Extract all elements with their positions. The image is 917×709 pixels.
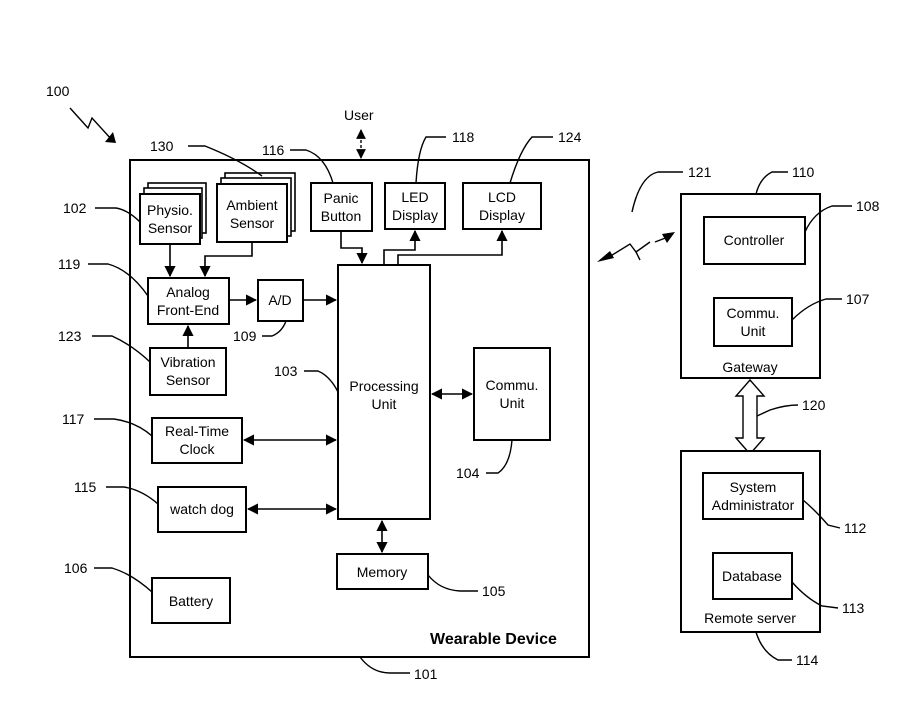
controller-label: Controller — [724, 232, 785, 248]
led-display-line1: LED — [401, 189, 428, 205]
remote-server-title: Remote server — [704, 610, 796, 626]
wearable-commu-unit-ref: 104 — [456, 465, 480, 481]
database-label: Database — [722, 568, 782, 584]
database-ref: 113 — [842, 600, 865, 616]
gateway-commu-unit-ref: 107 — [846, 291, 870, 307]
gateway-server-link-leader — [757, 405, 798, 416]
system-admin-ref: 112 — [844, 520, 867, 536]
lcd-display-line1: LCD — [488, 189, 516, 205]
wearable-commu-unit-line2: Unit — [500, 395, 525, 411]
vibration-sensor-line1: Vibration — [160, 354, 215, 370]
ambient-sensor-line2: Sensor — [230, 215, 275, 231]
watch-dog-ref: 115 — [74, 479, 97, 495]
ambient-sensor-box — [217, 184, 287, 242]
ambient-sensor-ref: 130 — [150, 138, 174, 154]
battery-label: Battery — [169, 593, 213, 609]
led-display-line2: Display — [392, 207, 438, 223]
processing-unit-ref: 103 — [274, 363, 298, 379]
user-label: User — [344, 107, 374, 123]
wireless-link-icon — [609, 242, 650, 257]
memory-ref: 105 — [482, 583, 506, 599]
processing-unit-line1: Processing — [349, 378, 418, 394]
panic-button-line2: Button — [321, 208, 361, 224]
processing-unit-line2: Unit — [372, 396, 397, 412]
wearable-commu-unit-line1: Commu. — [486, 377, 539, 393]
wireless-ref: 121 — [688, 164, 712, 180]
gateway-server-link-ref: 120 — [802, 397, 826, 413]
system-admin-line2: Administrator — [712, 497, 795, 513]
wearable-ref: 101 — [414, 666, 438, 682]
gateway-commu-unit-line1: Commu. — [727, 305, 780, 321]
gateway-leader — [756, 172, 788, 194]
gateway-ref: 110 — [792, 164, 815, 180]
real-time-clock-line1: Real-Time — [165, 423, 229, 439]
figure-ref: 100 — [46, 83, 70, 99]
memory-label: Memory — [357, 564, 408, 580]
physio-sensor-line1: Physio. — [147, 202, 193, 218]
remote-server-ref: 114 — [796, 652, 819, 668]
wireless-leader — [632, 172, 683, 212]
ambient-sensor-line1: Ambient — [226, 197, 277, 213]
gateway-server-link-icon — [736, 380, 764, 454]
analog-front-end-ref: 119 — [58, 256, 81, 272]
panic-button-ref: 116 — [262, 142, 285, 158]
vibration-sensor-ref: 123 — [58, 328, 82, 344]
physio-sensor-line2: Sensor — [148, 220, 193, 236]
analog-front-end-line1: Analog — [166, 284, 210, 300]
remote-server-leader — [756, 632, 792, 660]
real-time-clock-ref: 117 — [62, 411, 85, 427]
real-time-clock-line2: Clock — [179, 441, 215, 457]
panic-button-line1: Panic — [323, 190, 358, 206]
gateway-title: Gateway — [722, 359, 777, 375]
wearable-commu-unit-box — [474, 348, 550, 440]
system-admin-line1: System — [730, 479, 777, 495]
wireless-arrow-right-icon — [662, 232, 675, 243]
lightning-icon — [70, 108, 112, 140]
battery-ref: 106 — [64, 560, 88, 576]
led-display-ref: 118 — [452, 129, 475, 145]
ad-converter-ref: 109 — [233, 328, 257, 344]
wireless-bolt-icon — [636, 252, 640, 260]
controller-ref: 108 — [856, 198, 880, 214]
wireless-arrow-left-icon — [597, 251, 614, 262]
physio-sensor-ref: 102 — [63, 200, 87, 216]
ad-converter-label: A/D — [268, 292, 291, 308]
gateway-commu-unit-line2: Unit — [741, 323, 766, 339]
wearable-leader — [360, 657, 410, 673]
watch-dog-label: watch dog — [169, 501, 234, 517]
vibration-sensor-line2: Sensor — [166, 372, 211, 388]
wearable-device-title: Wearable Device — [430, 631, 557, 648]
analog-front-end-line2: Front-End — [157, 302, 219, 318]
lcd-display-ref: 124 — [558, 129, 582, 145]
lcd-display-line2: Display — [479, 207, 525, 223]
